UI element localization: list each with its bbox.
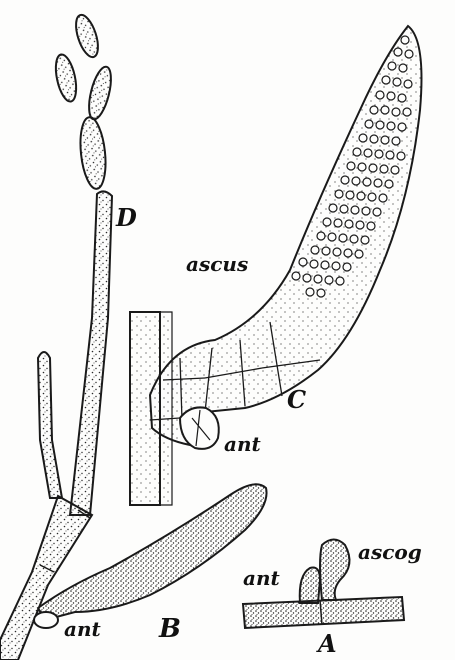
label-a: A [318,632,337,656]
label-d: D [116,206,137,230]
conidium [72,12,103,59]
label-ascog: ascog [358,542,422,562]
label-ascus: ascus [186,254,248,274]
conidium [85,65,116,122]
ascus [150,26,422,445]
label-ant-a: ant [243,568,280,588]
side-branch [38,352,62,498]
figure-d [0,12,115,660]
antheridium-a [300,568,320,604]
label-c: C [287,388,306,412]
figure-c [130,26,422,505]
hypha-a [243,597,404,628]
conidiophore [70,191,112,515]
label-b: B [159,616,181,642]
antheridium-b [34,612,58,628]
ascogonium-a [320,540,349,601]
label-ant-c: ant [224,434,261,454]
conidium [77,116,108,190]
conidium [52,53,80,104]
label-ant-b: ant [64,619,101,639]
